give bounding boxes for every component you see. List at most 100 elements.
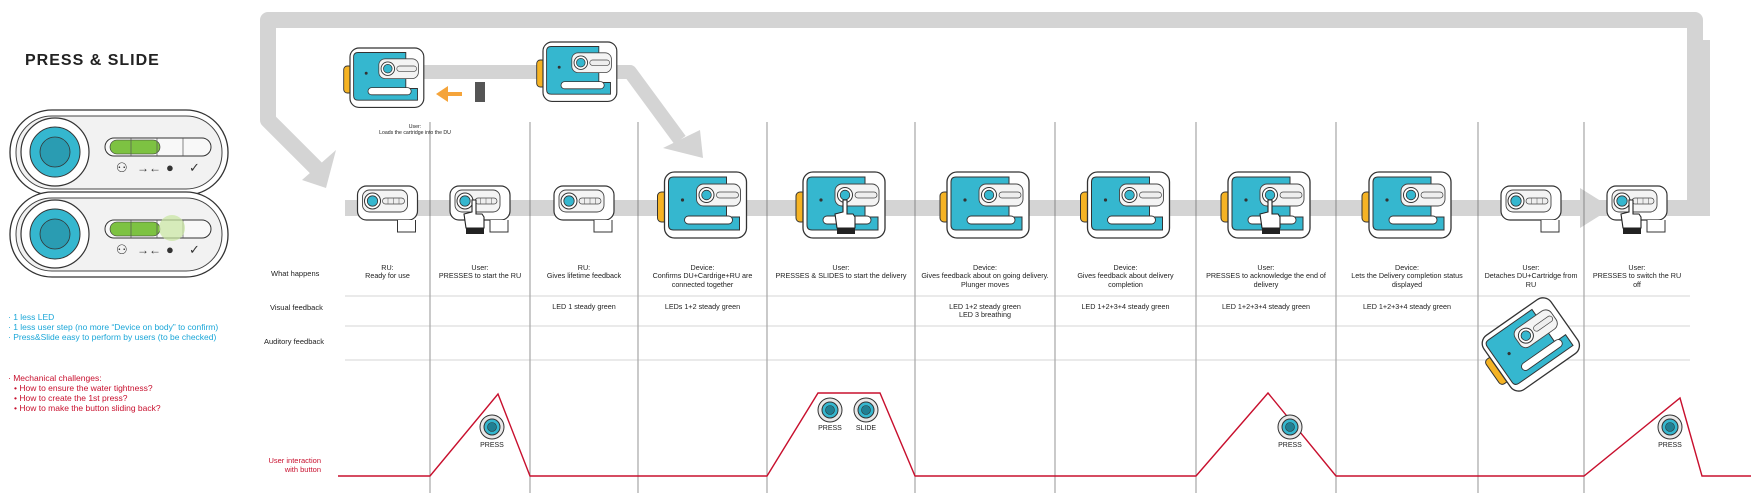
step-what-happens: Device:Gives feedback about on going del…: [915, 263, 1055, 289]
step-description: Ready for use: [365, 271, 410, 281]
challenge-item: • How to make the button sliding back?: [14, 403, 161, 413]
du-device-icon: [939, 171, 1030, 239]
ru-clip-icon: [397, 220, 416, 233]
step-what-happens: Device:Lets the Delivery completion stat…: [1336, 263, 1478, 289]
step-actor: Device:: [973, 263, 997, 272]
row-label-what-happens: What happens: [271, 269, 320, 278]
step-description: PRESSES & SLIDES to start the delivery: [775, 271, 907, 281]
button-caption-slide: SLIDE: [855, 425, 877, 432]
step-actor: User:: [471, 263, 489, 272]
step-description: PRESSES to start the RU: [438, 271, 522, 281]
flow-return-riser: [1690, 40, 1710, 216]
step-visual-feedback: LED 1 steady green: [552, 302, 616, 311]
benefit-item: · 1 less user step (no more “Device on b…: [8, 322, 219, 332]
load-caption-text: Loads the cartridge into the DU: [379, 130, 451, 136]
concept-button-2-slide-fill: [109, 221, 161, 237]
concept-button-2-drop-icon: ●: [166, 242, 174, 257]
ru-clip-icon: [593, 220, 613, 233]
row-label-auditory-feedback: Auditory feedback: [264, 337, 325, 346]
interaction-button-icon: [1277, 414, 1303, 440]
interaction-button-icon: [817, 397, 843, 423]
row-label-user-interaction-line1: User interaction: [268, 456, 321, 465]
step-actor: Device:: [1113, 263, 1138, 272]
benefit-item: · Press&Slide easy to perform by users (…: [8, 332, 217, 342]
concept-button-2-connect-icon: →←: [137, 243, 161, 257]
button-caption-press: PRESS: [1278, 442, 1302, 449]
step-actor: RU:: [381, 263, 394, 272]
du-device-loaded-icon: [536, 41, 618, 102]
du-device-icon: [656, 171, 748, 239]
du-device-icon: [1079, 171, 1171, 239]
step-visual-feedback: LED 1+2+3+4 steady green: [1362, 302, 1452, 311]
step-description: Confirms DU+Cardrige+RU are connected to…: [652, 271, 753, 289]
insert-arrow-icon: [436, 86, 462, 102]
interaction-button-icon: [479, 414, 505, 440]
challenges-list: · Mechanical challenges: • How to ensure…: [8, 373, 161, 413]
ru-clip-icon: [1540, 220, 1560, 233]
benefit-item: · 1 less LED: [8, 312, 55, 322]
concept-button-1-slide-fill: [109, 139, 161, 155]
step-actor: Device:: [690, 263, 715, 272]
step-what-happens: Device:Confirms DU+Cardrige+RU are conne…: [638, 263, 767, 289]
challenge-item: • How to create the 1st press?: [14, 393, 128, 403]
step-actor: User:: [1522, 263, 1540, 272]
step-actor: Device:: [1395, 263, 1419, 272]
button-caption-press: PRESS: [818, 425, 842, 432]
step-visual-feedback: LED 1+2 steady green LED 3 breathing: [949, 302, 1021, 320]
row-label-user-interaction: User interaction with button: [240, 456, 321, 474]
step-what-happens: RU:Ready for use: [345, 263, 430, 281]
step-description: Detaches DU+Cartridge from RU: [1484, 271, 1578, 289]
du-device-icon: [1361, 171, 1452, 239]
challenges-heading: · Mechanical challenges:: [8, 373, 102, 383]
du-device-loading-icon: [343, 47, 425, 108]
interaction-button-icon: [853, 397, 879, 423]
benefits-list: · 1 less LED · 1 less user step (no more…: [8, 312, 218, 342]
step-actor: User:: [832, 263, 850, 272]
row-label-user-interaction-line2: with button: [284, 465, 321, 474]
page-title: PRESS & SLIDE: [25, 52, 160, 69]
button-caption-press: PRESS: [480, 442, 504, 449]
interaction-button-icon: [1657, 414, 1683, 440]
ru-clip-icon: [1646, 220, 1666, 233]
concept-button-2-core: [39, 218, 71, 250]
step-visual-feedback: LEDs 1+2 steady green: [664, 302, 741, 311]
concept-button-2-check-icon: ✓: [189, 242, 200, 257]
concept-button-1-person-icon: ⚇: [116, 160, 128, 175]
step-what-happens: User:PRESSES & SLIDES to start the deliv…: [767, 263, 915, 281]
load-caption-actor: User:: [408, 124, 422, 130]
ru-device-icon: [1500, 185, 1562, 221]
row-label-visual-feedback: Visual feedback: [270, 303, 323, 312]
main-flow-arrowhead: [1580, 188, 1612, 228]
step-what-happens: User:PRESSES to acknowledge the end of d…: [1196, 263, 1336, 289]
step-what-happens: RU:Gives lifetime feedback: [530, 263, 638, 281]
step-what-happens: User:Detaches DU+Cartridge from RU: [1478, 263, 1584, 289]
step-what-happens: Device:Gives feedback about delivery com…: [1055, 263, 1196, 289]
concept-button-1-core: [39, 136, 71, 168]
cartridge-icon: [475, 82, 485, 102]
step-description: Gives lifetime feedback: [546, 271, 622, 281]
step-description: PRESSES to acknowledge the end of delive…: [1206, 271, 1326, 289]
step-description: Lets the Delivery completion status disp…: [1351, 271, 1463, 289]
step-actor: User:: [1628, 263, 1646, 272]
step-description: PRESSES to switch the RU off: [1592, 271, 1682, 289]
du-device-detached-icon: [1471, 293, 1584, 400]
user-interaction-line: [338, 391, 1751, 477]
load-flow-arrow: [415, 65, 686, 145]
concept-button-1-check-icon: ✓: [189, 160, 200, 175]
load-caption: User: Loads the cartridge into the DU: [355, 124, 475, 136]
step-actor: RU:: [577, 263, 591, 272]
load-flow-arrowhead: [663, 130, 703, 158]
step-what-happens: User:PRESSES to switch the RU off: [1584, 263, 1690, 289]
concept-button-1-connect-icon: →←: [137, 161, 161, 175]
ru-device-icon: [553, 185, 615, 221]
step-actor: User:: [1257, 263, 1275, 272]
step-visual-feedback: LED 1+2+3+4 steady green: [1221, 302, 1311, 311]
step-description: Gives feedback about delivery completion: [1077, 271, 1174, 289]
button-caption-press: PRESS: [1658, 442, 1682, 449]
ru-clip-icon: [489, 220, 509, 233]
return-loop-arrowhead: [302, 150, 336, 188]
concept-button-2-person-icon: ⚇: [116, 242, 128, 257]
concept-button-1-drop-icon: ●: [166, 160, 174, 175]
